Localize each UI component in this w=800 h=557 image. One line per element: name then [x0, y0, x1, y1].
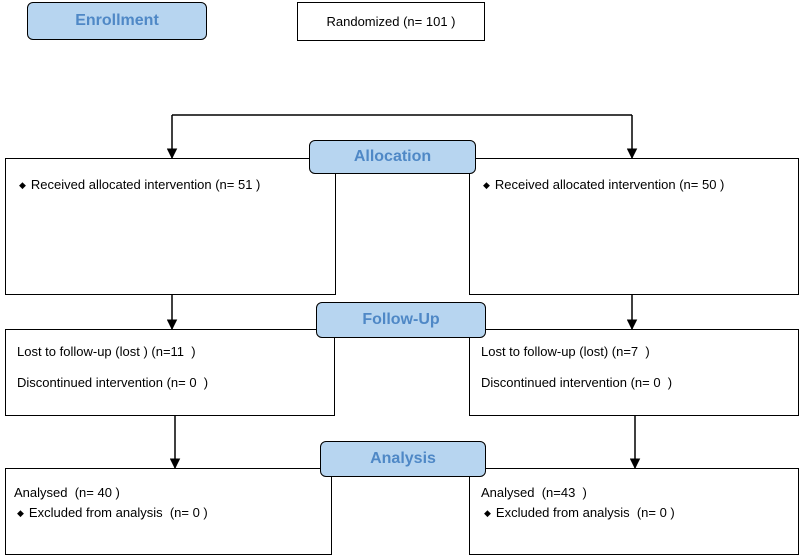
stage-enrollment: Enrollment [27, 2, 207, 40]
stage-follow-up-label: Follow-Up [362, 311, 440, 328]
allocation-right-text: Received allocated intervention (n= 50 ) [494, 177, 725, 192]
analysis-right-analysed: Analysed (n=43 ) [481, 485, 587, 500]
followup-right-discontinued: Discontinued intervention (n= 0 ) [481, 375, 673, 390]
diamond-bullet-icon: ◆ [19, 180, 26, 190]
allocation-left-item: ◆ Received allocated intervention (n= 51 … [19, 177, 335, 193]
followup-left-lost: Lost to follow-up (lost ) (n=11 ) [17, 344, 196, 359]
stage-allocation: Allocation [309, 140, 476, 174]
stage-follow-up: Follow-Up [316, 302, 486, 338]
allocation-right-item: ◆ Received allocated intervention (n= 50 … [483, 177, 798, 193]
diamond-bullet-icon: ◆ [484, 508, 491, 518]
allocation-left-box: ◆ Received allocated intervention (n= 51 … [5, 158, 336, 295]
analysis-right-excluded-item: ◆ Excluded from analysis (n= 0 ) [481, 505, 798, 521]
randomized-text: Randomized (n= 101 ) [326, 13, 456, 29]
stage-analysis-label: Analysis [370, 450, 436, 467]
followup-right-box: Lost to follow-up (lost) (n=7 ) Disconti… [469, 329, 799, 416]
analysis-left-excluded: Excluded from analysis (n= 0 ) [28, 505, 208, 520]
allocation-left-text: Received allocated intervention (n= 51 ) [30, 177, 261, 192]
analysis-left-analysed: Analysed (n= 40 ) [14, 485, 120, 500]
analysis-left-box: Analysed (n= 40 ) ◆ Excluded from analysi… [5, 468, 332, 555]
diamond-bullet-icon: ◆ [17, 508, 24, 518]
stage-enrollment-label: Enrollment [75, 12, 159, 29]
diamond-bullet-icon: ◆ [483, 180, 490, 190]
followup-right-lost: Lost to follow-up (lost) (n=7 ) [481, 344, 650, 359]
analysis-right-box: Analysed (n=43 ) ◆ Excluded from analysis… [469, 468, 799, 555]
analysis-right-excluded: Excluded from analysis (n= 0 ) [495, 505, 675, 520]
followup-left-box: Lost to follow-up (lost ) (n=11 ) Discon… [5, 329, 335, 416]
followup-left-discontinued: Discontinued intervention (n= 0 ) [17, 375, 209, 390]
allocation-right-box: ◆ Received allocated intervention (n= 50 … [469, 158, 799, 295]
stage-analysis: Analysis [320, 441, 486, 477]
analysis-left-excluded-item: ◆ Excluded from analysis (n= 0 ) [14, 505, 331, 521]
randomized-box: Randomized (n= 101 ) [297, 2, 485, 41]
stage-allocation-label: Allocation [353, 148, 432, 165]
